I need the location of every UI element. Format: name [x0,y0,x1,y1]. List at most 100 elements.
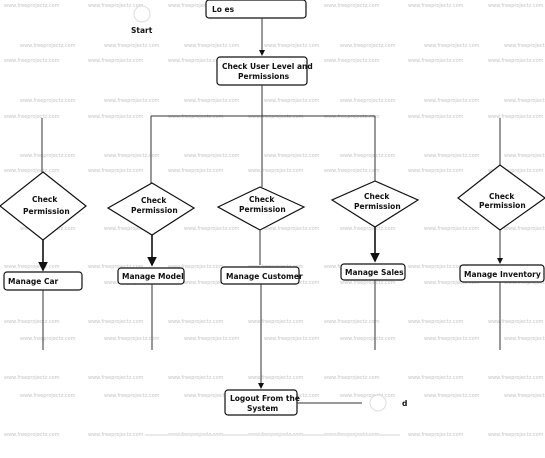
watermark-text: www.freeprojectz.com [424,98,480,104]
watermark-text: www.freeprojectz.com [324,319,380,325]
watermark-text: www.freeprojectz.com [20,98,76,104]
end-node [369,394,387,412]
watermark-text: www.freeprojectz.com [88,375,144,381]
watermark-text: www.freeprojectz.com [424,336,480,342]
watermark-text: www.freeprojectz.com [340,393,396,399]
decision-model-line-1: Check [141,196,167,205]
watermark-text: www.freeprojectz.com [504,393,545,399]
watermark-text: www.freeprojectz.com [20,153,76,159]
manage-model-label: Manage Model [122,272,184,281]
watermark-text: www.freeprojectz.com [104,336,160,342]
watermark-text: www.freeprojectz.com [248,319,304,325]
watermark-text: www.freeprojectz.com [4,432,60,438]
watermark-text: www.freeprojectz.com [88,168,144,174]
decision-car-line-1: Check [32,195,58,204]
watermark-text: www.freeprojectz.com [340,153,396,159]
watermark-text: www.freeprojectz.com [104,98,160,104]
manage-sales-box [340,263,406,281]
watermark-text: www.freeprojectz.com [264,43,320,49]
watermark-text: www.freeprojectz.com [88,319,144,325]
watermark-text: www.freeprojectz.com [248,114,304,120]
watermark-text: www.freeprojectz.com [408,319,464,325]
watermark-text: www.freeprojectz.com [504,280,545,286]
watermark-text: www.freeprojectz.com [248,375,304,381]
decision-sales-line-2: Permission [354,202,401,211]
watermark-text: www.freeprojectz.com [488,319,544,325]
start-node [133,5,151,23]
watermark-text: www.freeprojectz.com [4,58,60,64]
watermark-text: www.freeprojectz.com [488,3,544,9]
watermark-text: www.freeprojectz.com [184,153,240,159]
watermark-text: www.freeprojectz.com [340,336,396,342]
watermark-text: www.freeprojectz.com [504,226,545,232]
watermark-text: www.freeprojectz.com [504,336,545,342]
manage-model-box [117,267,185,285]
check-level-line-2: Permissions [238,72,290,81]
watermark-text: www.freeprojectz.com [168,58,224,64]
start-label: Start [131,26,153,35]
decision-car-line-2: Permission [23,207,70,216]
watermark-text: www.freeprojectz.com [4,319,60,325]
watermark-text: www.freeprojectz.com [408,114,464,120]
end-label: d [402,399,407,408]
watermark-text: www.freeprojectz.com [104,43,160,49]
watermark-text: www.freeprojectz.com [488,432,544,438]
decision-model-line-2: Permission [131,206,178,215]
watermark-text: www.freeprojectz.com [264,98,320,104]
watermark-text: www.freeprojectz.com [408,3,464,9]
watermark-text: www.freeprojectz.com [104,153,160,159]
watermark-text: www.freeprojectz.com [20,43,76,49]
watermark-text: www.freeprojectz.com [488,168,544,174]
watermark-text: www.freeprojectz.com [324,114,380,120]
logout-line-1: Logout From the [230,394,300,403]
watermark-text: www.freeprojectz.com [168,375,224,381]
watermark-text: www.freeprojectz.com [88,432,144,438]
decision-sales-line-1: Check [364,192,390,201]
manage-inventory-label: Manage Inventory [464,270,541,279]
watermark-text: www.freeprojectz.com [248,168,304,174]
watermark-text: www.freeprojectz.com [88,264,144,270]
check-level-line-1: Check User Level and [222,62,313,71]
watermark-text: www.freeprojectz.com [88,58,144,64]
watermark-text: www.freeprojectz.com [168,319,224,325]
watermark-text: www.freeprojectz.com [408,264,464,270]
watermark-text: www.freeprojectz.com [324,3,380,9]
watermark-text: www.freeprojectz.com [324,58,380,64]
watermark-text: www.freeprojectz.com [4,375,60,381]
watermark-text: www.freeprojectz.com [264,336,320,342]
watermark-text: www.freeprojectz.com [488,375,544,381]
watermark-text: www.freeprojectz.com [424,393,480,399]
watermark-text: www.freeprojectz.com [4,264,60,270]
watermark-layer: www.freeprojectz.com www.freeprojectz.com… [4,3,545,438]
watermark-text: www.freeprojectz.com [184,98,240,104]
watermark-text: www.freeprojectz.com [340,280,396,286]
manage-sales-label: Manage Sales [345,268,404,277]
logout-line-2: System [247,404,278,413]
watermark-text: www.freeprojectz.com [504,153,545,159]
watermark-text: www.freeprojectz.com [424,153,480,159]
watermark-text: www.freeprojectz.com [88,114,144,120]
manage-inventory-box [459,264,545,283]
login-label: Lo es [212,5,235,14]
watermark-text: www.freeprojectz.com [20,336,76,342]
watermark-text: www.freeprojectz.com [184,393,240,399]
decision-inventory-line-1: Check [489,192,515,201]
watermark-text: www.freeprojectz.com [88,3,144,9]
watermark-text: www.freeprojectz.com [424,226,480,232]
watermark-text: www.freeprojectz.com [324,168,380,174]
watermark-text: www.freeprojectz.com [408,168,464,174]
watermark-text: www.freeprojectz.com [168,3,224,9]
watermark-text: www.freeprojectz.com [184,43,240,49]
watermark-text: www.freeprojectz.com [168,264,224,270]
watermark-text: www.freeprojectz.com [340,43,396,49]
watermark-text: www.freeprojectz.com [184,336,240,342]
watermark-text: www.freeprojectz.com [504,98,545,104]
manage-car-label: Manage Car [8,277,59,286]
watermark-text: www.freeprojectz.com [488,114,544,120]
watermark-text: www.freeprojectz.com [4,168,60,174]
watermark-text: www.freeprojectz.com [104,393,160,399]
watermark-text: www.freeprojectz.com [408,58,464,64]
watermark-text: www.freeprojectz.com [4,3,60,9]
watermark-text: www.freeprojectz.com [168,114,224,120]
